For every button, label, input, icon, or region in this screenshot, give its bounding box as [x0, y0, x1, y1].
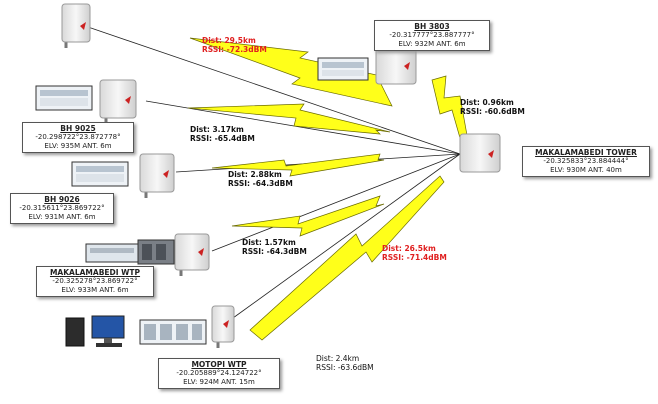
link-label-bh9025: Dist: 3.17km RSSI: -65.4dBM: [190, 125, 255, 143]
radio-unit-bh3803: [375, 45, 417, 85]
plc-makwtp: [85, 239, 175, 265]
radio-unit-makwtp: [174, 233, 210, 276]
plc-bh3803: [317, 57, 369, 81]
radio-unit-motopi-top: [61, 3, 91, 48]
tower-coords: -20.325833°23.884444°: [543, 157, 629, 165]
radio-unit-tower: [459, 133, 501, 173]
link-distance: Dist: 0.96km: [460, 98, 514, 107]
radio-unit-bh9025: [99, 79, 137, 124]
link-distance: Dist: 2.4km: [316, 354, 360, 363]
radio-unit-bh9026: [139, 153, 175, 198]
tower-specs: ELV: 930M ANT. 40m: [550, 166, 622, 174]
link-rssi: RSSI: -72.3dBM: [202, 45, 267, 54]
site-specs: ELV: 933M ANT. 6m: [61, 286, 129, 294]
link-distance: Dist: 3.17km: [190, 125, 244, 134]
link-label-motopi-long: Dist: 29.5km RSSI: -72.3dBM: [202, 36, 267, 54]
link-label-bh3803: Dist: 0.96km RSSI: -60.6dBM: [460, 98, 525, 116]
site-name: BH 9026: [44, 195, 80, 204]
link-label-bh9026: Dist: 2.88km RSSI: -64.3dBM: [228, 170, 293, 188]
link-rssi: RSSI: -64.3dBM: [228, 179, 293, 188]
site-coords: -20.317777°23.887777°: [389, 31, 475, 39]
link-distance: Dist: 1.57km: [242, 238, 296, 247]
bolt-bh9025-link: [187, 103, 391, 135]
bolt-long-link: [249, 175, 445, 341]
link-rssi: RSSI: -64.3dBM: [242, 247, 307, 256]
site-box-bh9026: BH 9026 -20.315611°23.869722° ELV: 931M …: [10, 193, 114, 224]
link-rssi: RSSI: -60.6dBM: [460, 107, 525, 116]
link-distance: Dist: 26.5km: [382, 244, 436, 253]
radio-unit-motopi: [211, 305, 235, 348]
site-box-bh9025: BH 9025 -20.298722°23.872778° ELV: 935M …: [22, 122, 134, 153]
site-specs: ELV: 935M ANT. 6m: [44, 142, 112, 150]
site-box-motopi-wtp: MOTOPI WTP -20.205889°24.124722° ELV: 92…: [158, 358, 280, 389]
site-coords: -20.315611°23.869722°: [19, 204, 105, 212]
site-box-bh3803: BH 3803 -20.317777°23.887777° ELV: 932M …: [374, 20, 490, 51]
site-coords: -20.298722°23.872778°: [35, 133, 121, 141]
pc-motopi: [65, 315, 125, 347]
lightning-bolts: [187, 37, 471, 341]
link-label-makwtp: Dist: 1.57km RSSI: -64.3dBM: [242, 238, 307, 256]
site-specs: ELV: 924M ANT. 15m: [183, 378, 255, 386]
bolt-makwtp-link: [231, 195, 385, 237]
site-specs: ELV: 931M ANT. 6m: [28, 213, 96, 221]
tower-box: MAKALAMABEDI TOWER -20.325833°23.884444°…: [522, 146, 650, 177]
site-box-makalamabedi-wtp: MAKALAMABEDI WTP -20.325278°23.869722° E…: [36, 266, 154, 297]
site-name: MAKALAMABEDI WTP: [49, 268, 141, 277]
site-name: BH 9025: [60, 124, 96, 133]
tower-name: MAKALAMABEDI TOWER: [535, 148, 637, 157]
link-distance: Dist: 29.5km: [202, 36, 256, 45]
site-coords: -20.325278°23.869722°: [52, 277, 138, 285]
plc-bh9025: [35, 85, 93, 111]
bolt-bh9026-link: [211, 153, 385, 177]
plc-bh9026: [71, 161, 129, 187]
link-label-long-red: Dist: 26.5km RSSI: -71.4dBM: [382, 244, 447, 262]
link-rssi: RSSI: -65.4dBM: [190, 134, 255, 143]
site-coords: -20.205889°24.124722°: [176, 369, 262, 377]
link-label-motopi: Dist: 2.4km RSSI: -63.6dBM: [316, 354, 374, 372]
plc-motopi: [139, 319, 207, 345]
link-distance: Dist: 2.88km: [228, 170, 282, 179]
site-name: MOTOPI WTP: [191, 360, 247, 369]
site-specs: ELV: 932M ANT. 6m: [398, 40, 466, 48]
link-rssi: RSSI: -63.6dBM: [316, 363, 374, 372]
radio-units: [61, 3, 501, 348]
link-rssi: RSSI: -71.4dBM: [382, 253, 447, 262]
site-name: BH 3803: [414, 22, 450, 31]
plc-equipment: [35, 57, 369, 347]
